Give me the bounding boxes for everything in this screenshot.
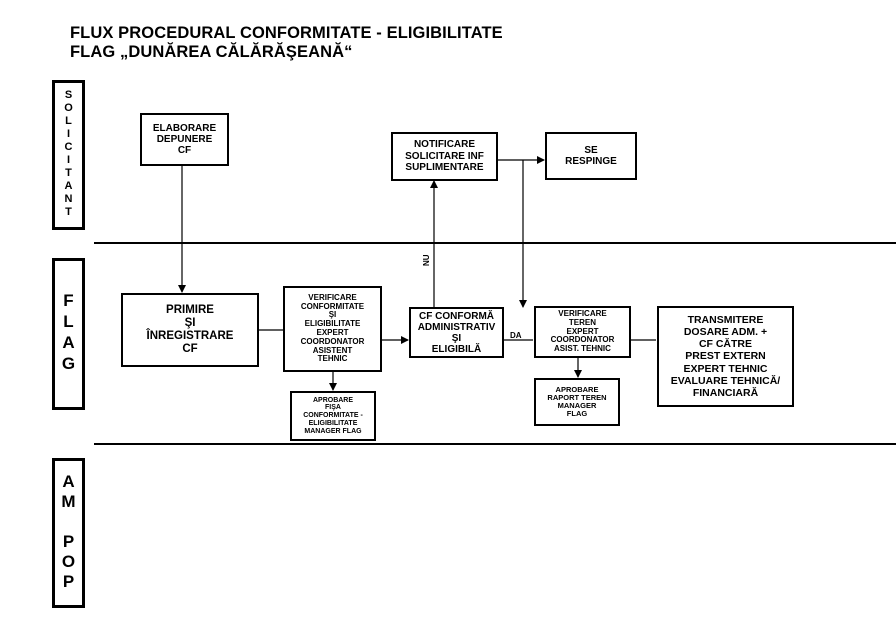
lane-letter: T bbox=[65, 167, 72, 179]
box-aprobare-fisa: APROBARE FIŞA CONFORMITATE - ELIGIBILITA… bbox=[290, 391, 376, 441]
lane-letter: N bbox=[64, 193, 73, 205]
lane-letter: P bbox=[62, 532, 75, 551]
lane-letter: A bbox=[64, 180, 73, 192]
lane-letter: M bbox=[61, 492, 76, 511]
box-primire-inregistrare-cf: PRIMIRE ŞI ÎNREGISTRARE CF bbox=[121, 293, 259, 367]
box-aprobare-raport-teren: APROBARE RAPORT TEREN MANAGER FLAG bbox=[534, 378, 620, 426]
box-verificare-teren: VERIFICARE TEREN EXPERT COORDONATOR ASIS… bbox=[534, 306, 631, 358]
lane-letter: P bbox=[62, 572, 75, 591]
box-transmitere-dosare: TRANSMITERE DOSARE ADM. + CF CĂTRE PREST… bbox=[657, 306, 794, 407]
lane-letter: T bbox=[65, 206, 72, 218]
edge-label-da: DA bbox=[510, 331, 522, 340]
lane-letter: A bbox=[62, 472, 75, 491]
lane-letter: A bbox=[62, 333, 75, 352]
box-cf-conforma: CF CONFORMĂ ADMINISTRATIV ŞI ELIGIBILĂ bbox=[409, 307, 504, 358]
box-verificare-conformitate: VERIFICARE CONFORMITATE ŞI ELIGIBILITATE… bbox=[283, 286, 382, 372]
lane-letter: I bbox=[66, 154, 71, 166]
box-elaborare-depunere-cf: ELABORARE DEPUNERE CF bbox=[140, 113, 229, 166]
lane-letter: S bbox=[64, 89, 73, 101]
lane-letter: L bbox=[63, 312, 74, 331]
diagram-title-line2: FLAG „DUNĂREA CĂLĂRĂŞEANĂ“ bbox=[70, 43, 353, 61]
lane-letter: L bbox=[65, 115, 72, 127]
lane-letter: I bbox=[66, 128, 71, 140]
box-se-respinge: SE RESPINGE bbox=[545, 132, 637, 180]
lane-letter: F bbox=[63, 291, 74, 310]
lane-letter: G bbox=[61, 354, 76, 373]
edge-label-nu: NU bbox=[422, 254, 431, 266]
diagram-title-line1: FLUX PROCEDURAL CONFORMITATE - ELIGIBILI… bbox=[70, 24, 503, 42]
lane-letter: O bbox=[64, 102, 73, 114]
lane-letter: C bbox=[64, 141, 73, 153]
box-notificare-solicitare: NOTIFICARE SOLICITARE INF SUPLIMENTARE bbox=[391, 132, 498, 181]
lane-letter: O bbox=[61, 552, 76, 571]
